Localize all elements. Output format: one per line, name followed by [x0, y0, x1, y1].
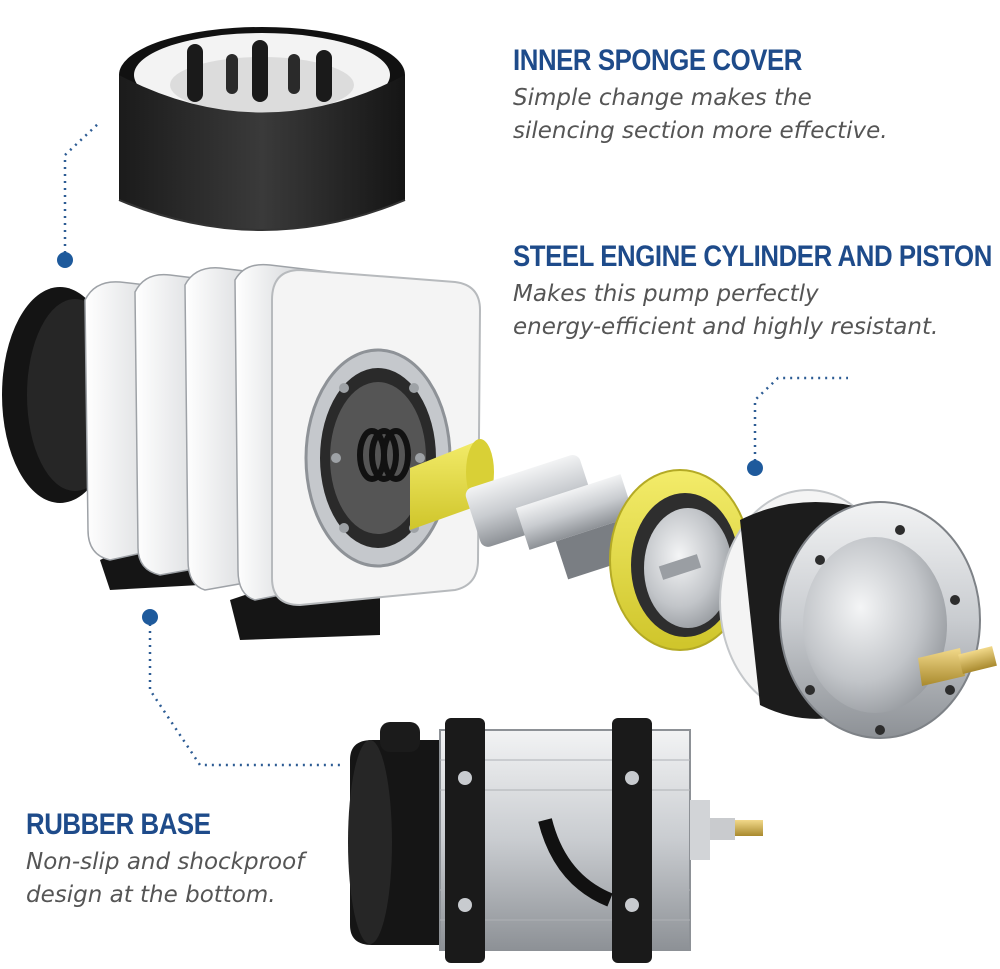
callout-text-line: design at the bottom.	[26, 882, 276, 908]
cylinder-image	[609, 469, 751, 651]
callout-title: RUBBER BASE	[26, 808, 211, 841]
callout-text-line: Simple change makes the	[513, 85, 812, 111]
callout-text-line: energy-efficient and highly resistant.	[513, 314, 939, 340]
pump-body-image	[2, 263, 482, 640]
callout-leaders	[57, 121, 848, 767]
callout-text-line: Makes this pump perfectly	[513, 281, 819, 307]
callout-text-line: Non-slip and shockproof	[26, 849, 305, 875]
callout-title: INNER SPONGE COVER	[513, 44, 803, 77]
cylinder-head-image	[719, 489, 997, 739]
assembled-pump-image	[348, 718, 763, 963]
callout-title: STEEL ENGINE CYLINDER AND PISTON	[513, 240, 992, 273]
callout-inner-sponge-cover: INNER SPONGE COVER Simple change makes t…	[513, 44, 888, 148]
callout-steel-cylinder-piston: STEEL ENGINE CYLINDER AND PISTON Makes t…	[513, 240, 1000, 344]
callout-text-line: silencing section more effective.	[513, 118, 888, 144]
sponge-cover-image	[118, 27, 406, 231]
callout-rubber-base: RUBBER BASE Non-slip and shockproof desi…	[26, 808, 304, 912]
